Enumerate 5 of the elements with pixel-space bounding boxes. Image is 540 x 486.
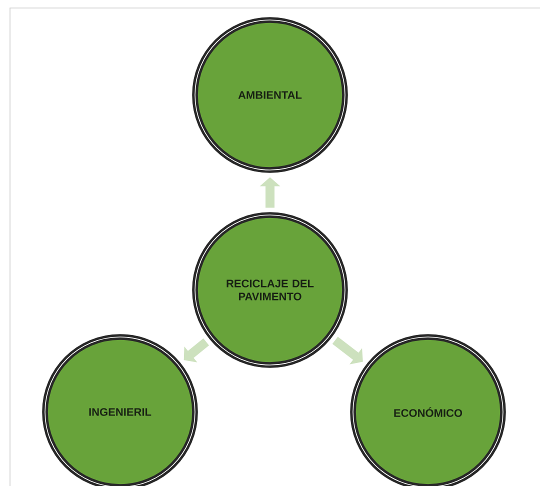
circle-node: AMBIENTAL [192, 17, 348, 173]
circle-node: ECONÓMICO [350, 334, 506, 486]
block-arrow [184, 338, 210, 362]
circle-node: INGENIERIL [42, 334, 198, 486]
circle-node: RECICLAJE DEL PAVIMENTO [192, 212, 348, 368]
